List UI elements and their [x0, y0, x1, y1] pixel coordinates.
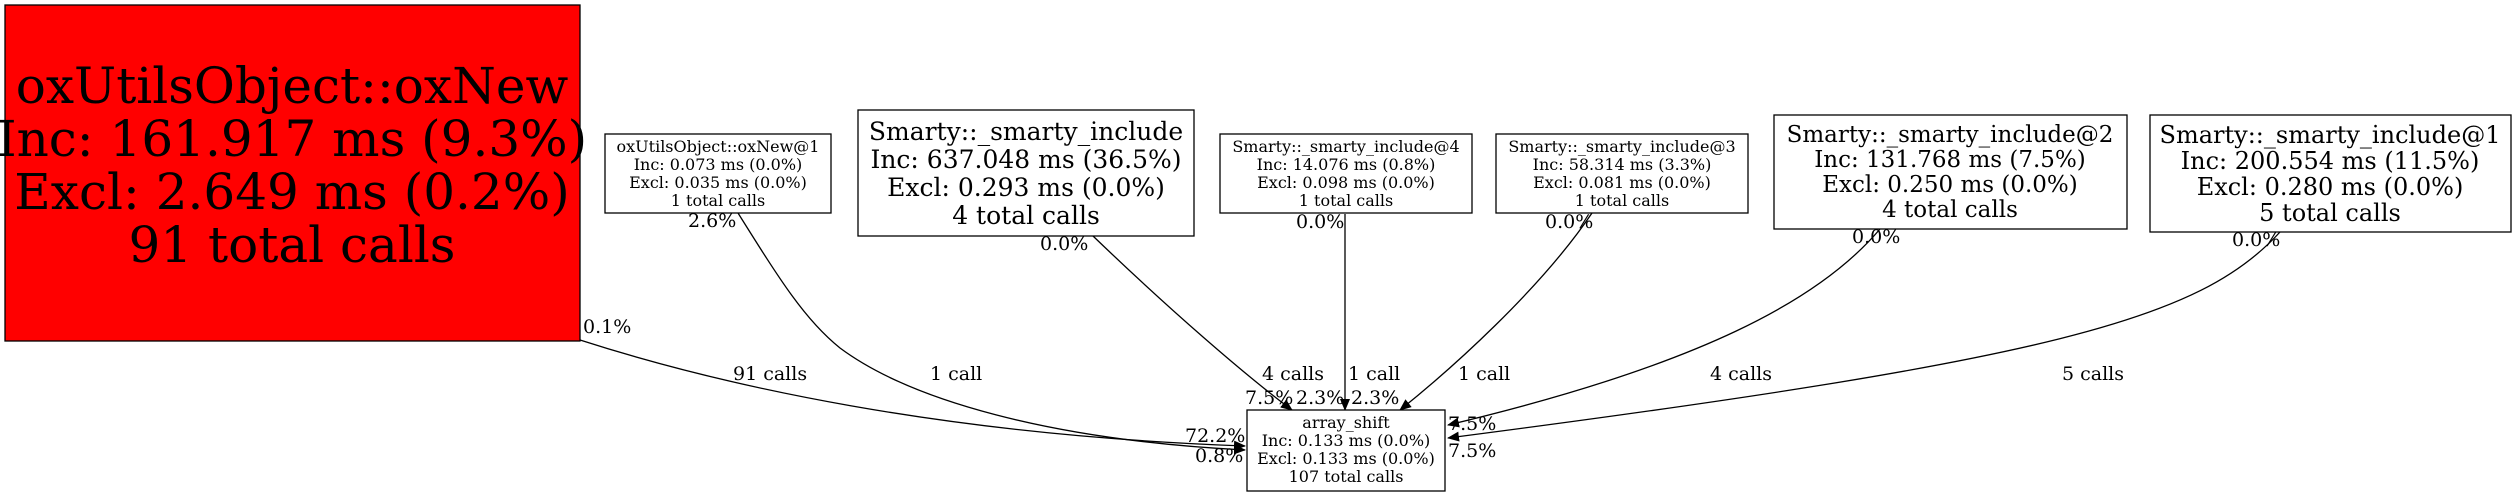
node-oxnew-exclusive: Excl: 2.649 ms (0.2%) — [14, 163, 569, 221]
edge-smarty-include2-calls-label: 4 calls — [1710, 363, 1772, 385]
edge-smarty-include1-to-array-shift[interactable]: 0.0% 5 calls 7.5% — [1447, 229, 2281, 462]
edge-oxnew-to-array-shift[interactable]: 0.1% 91 calls 72.2% — [579, 316, 1246, 451]
edge-smarty-include1-calls-label: 5 calls — [2062, 363, 2124, 385]
node-smarty-include-title: Smarty::_smarty_include — [869, 117, 1183, 146]
node-oxnew1-calls: 1 total calls — [671, 191, 765, 210]
node-smarty-include4-exclusive: Excl: 0.098 ms (0.0%) — [1257, 173, 1435, 192]
edge-smarty-include3-to-array-shift[interactable]: 0.0% 1 call 2.3% — [1351, 211, 1593, 411]
node-oxnew1-exclusive: Excl: 0.035 ms (0.0%) — [629, 173, 807, 192]
node-smarty-include1[interactable]: Smarty::_smarty_include@1 Inc: 200.554 m… — [2149, 114, 2512, 233]
node-smarty-include3-calls: 1 total calls — [1575, 191, 1669, 210]
edge-smarty-include3-calls-label: 1 call — [1458, 363, 1510, 385]
node-array-shift[interactable]: array_shift Inc: 0.133 ms (0.0%) Excl: 0… — [1246, 409, 1446, 492]
node-smarty-include2-calls: 4 total calls — [1882, 197, 2018, 223]
node-oxnew1-inclusive: Inc: 0.073 ms (0.0%) — [634, 155, 803, 174]
node-oxnew[interactable]: oxUtilsObject::oxNew Inc: 161.917 ms (9.… — [0, 4, 587, 342]
edge-smarty-include4-to-array-shift[interactable]: 0.0% 1 call 2.3% — [1296, 211, 1400, 411]
node-smarty-include2-exclusive: Excl: 0.250 ms (0.0%) — [1822, 172, 2078, 198]
edge-oxnew1-calls-label: 1 call — [930, 363, 982, 385]
edge-oxnew1-from-pct: 2.6% — [688, 210, 736, 232]
edge-smarty-include1-to-pct: 7.5% — [1448, 440, 1496, 462]
edge-smarty-include3-to-pct: 2.3% — [1351, 387, 1399, 409]
node-smarty-include2-title: Smarty::_smarty_include@2 — [1787, 122, 2114, 148]
node-array-shift-exclusive: Excl: 0.133 ms (0.0%) — [1257, 449, 1435, 468]
edge-smarty-include1-from-pct: 0.0% — [2232, 229, 2280, 251]
node-smarty-include1-exclusive: Excl: 0.280 ms (0.0%) — [2197, 173, 2464, 201]
node-oxnew-title: oxUtilsObject::oxNew — [16, 57, 569, 115]
node-oxnew1[interactable]: oxUtilsObject::oxNew@1 Inc: 0.073 ms (0.… — [604, 133, 832, 214]
node-oxnew-calls: 91 total calls — [129, 216, 456, 274]
node-array-shift-title: array_shift — [1302, 413, 1390, 432]
node-smarty-include4-title: Smarty::_smarty_include@4 — [1232, 137, 1459, 156]
node-smarty-include[interactable]: Smarty::_smarty_include Inc: 637.048 ms … — [857, 109, 1195, 237]
node-smarty-include3-exclusive: Excl: 0.081 ms (0.0%) — [1533, 173, 1711, 192]
node-smarty-include4[interactable]: Smarty::_smarty_include@4 Inc: 14.076 ms… — [1219, 133, 1473, 214]
node-smarty-include-inclusive: Inc: 637.048 ms (36.5%) — [870, 145, 1181, 174]
edge-smarty-include-to-pct: 7.5% — [1245, 387, 1293, 409]
node-array-shift-inclusive: Inc: 0.133 ms (0.0%) — [1262, 431, 1431, 450]
node-smarty-include4-inclusive: Inc: 14.076 ms (0.8%) — [1257, 155, 1436, 174]
edge-smarty-include2-from-pct: 0.0% — [1852, 226, 1900, 248]
edge-oxnew1-to-pct: 0.8% — [1195, 445, 1243, 467]
node-smarty-include2[interactable]: Smarty::_smarty_include@2 Inc: 131.768 m… — [1773, 114, 2128, 230]
node-smarty-include-exclusive: Excl: 0.293 ms (0.0%) — [887, 173, 1165, 202]
edge-smarty-include-calls-label: 4 calls — [1262, 363, 1324, 385]
node-smarty-include-calls: 4 total calls — [952, 201, 1100, 230]
node-smarty-include1-calls: 5 total calls — [2259, 199, 2401, 227]
node-smarty-include2-inclusive: Inc: 131.768 ms (7.5%) — [1814, 147, 2086, 173]
edge-oxnew-to-pct: 72.2% — [1185, 425, 1245, 447]
node-smarty-include4-calls: 1 total calls — [1299, 191, 1393, 210]
node-smarty-include3-title: Smarty::_smarty_include@3 — [1508, 137, 1735, 156]
node-oxnew1-title: oxUtilsObject::oxNew@1 — [617, 137, 820, 156]
edge-smarty-include2-to-pct: 7.5% — [1448, 413, 1496, 435]
edge-oxnew-calls-label: 91 calls — [733, 363, 807, 385]
edge-smarty-include-from-pct: 0.0% — [1040, 233, 1088, 255]
node-array-shift-calls: 107 total calls — [1289, 467, 1404, 486]
node-smarty-include3[interactable]: Smarty::_smarty_include@3 Inc: 58.314 ms… — [1495, 133, 1749, 214]
edge-smarty-include-to-array-shift[interactable]: 0.0% 4 calls 7.5% — [1040, 233, 1324, 411]
node-smarty-include3-inclusive: Inc: 58.314 ms (3.3%) — [1533, 155, 1712, 174]
edge-smarty-include4-calls-label: 1 call — [1348, 363, 1400, 385]
node-oxnew-inclusive: Inc: 161.917 ms (9.3%) — [0, 110, 587, 168]
node-smarty-include1-inclusive: Inc: 200.554 ms (11.5%) — [2181, 147, 2480, 175]
edge-oxnew1-to-array-shift[interactable]: 2.6% 1 call 0.8% — [688, 210, 1246, 467]
edge-oxnew-from-pct: 0.1% — [583, 316, 631, 338]
edge-smarty-include3-from-pct: 0.0% — [1545, 211, 1593, 233]
edge-smarty-include2-to-array-shift[interactable]: 0.0% 4 calls 7.5% — [1447, 226, 1900, 435]
edge-smarty-include4-to-pct: 2.3% — [1296, 387, 1344, 409]
node-smarty-include1-title: Smarty::_smarty_include@1 — [2160, 121, 2501, 149]
edge-smarty-include4-from-pct: 0.0% — [1296, 211, 1344, 233]
